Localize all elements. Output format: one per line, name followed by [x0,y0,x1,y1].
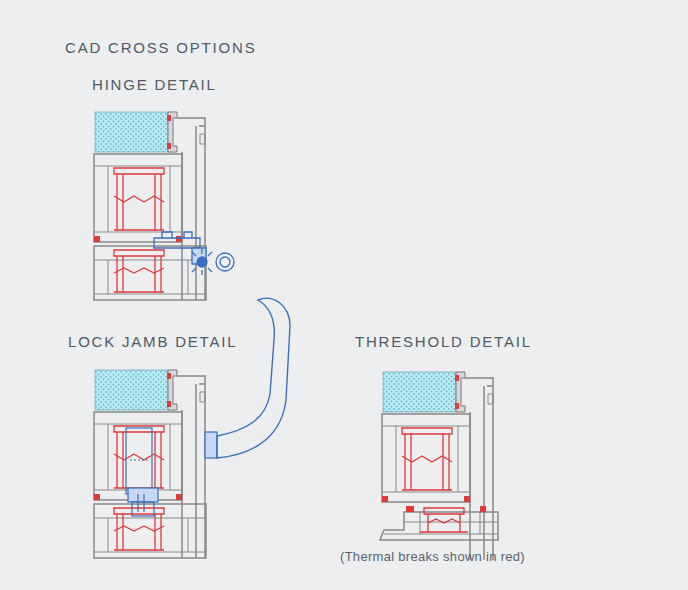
lock-jamb-section [94,370,217,558]
threshold-sill [384,512,498,534]
detail-heading: THRESHOLD DETAIL [355,333,532,351]
lock-hardware [128,488,158,502]
detail-heading: HINGE DETAIL [92,76,217,94]
lock-hardware [138,494,144,512]
frame-profile [94,246,206,300]
sash-profile [382,372,493,560]
hinge-hardware [192,249,212,275]
threshold-sill [480,506,486,512]
lock-hardware [132,502,154,516]
lock-hardware [126,428,152,494]
caption: (Thermal breaks shown in red) [340,548,525,566]
threshold-sill [380,506,498,540]
page-title: CAD CROSS OPTIONS [65,39,256,57]
detail-heading: LOCK JAMB DETAIL [68,333,237,351]
hinge-hardware [216,253,234,271]
lever-handle [217,298,290,458]
lock-hardware [205,432,217,458]
lock-hardware [130,459,148,460]
threshold-sill [406,506,414,512]
frame-profile [94,504,206,558]
hinge-hardware [220,257,230,267]
hinge-hardware [154,238,200,248]
sash-profile [94,112,205,300]
sash-profile [94,370,205,558]
threshold-section [380,372,498,560]
threshold-sill [420,508,468,532]
hinge-hardware [154,232,234,275]
hinge-hardware [162,232,192,238]
threshold-sill [380,512,498,540]
hinge-section [94,112,234,300]
lock-hardware [126,428,217,516]
hinge-hardware [197,257,207,267]
